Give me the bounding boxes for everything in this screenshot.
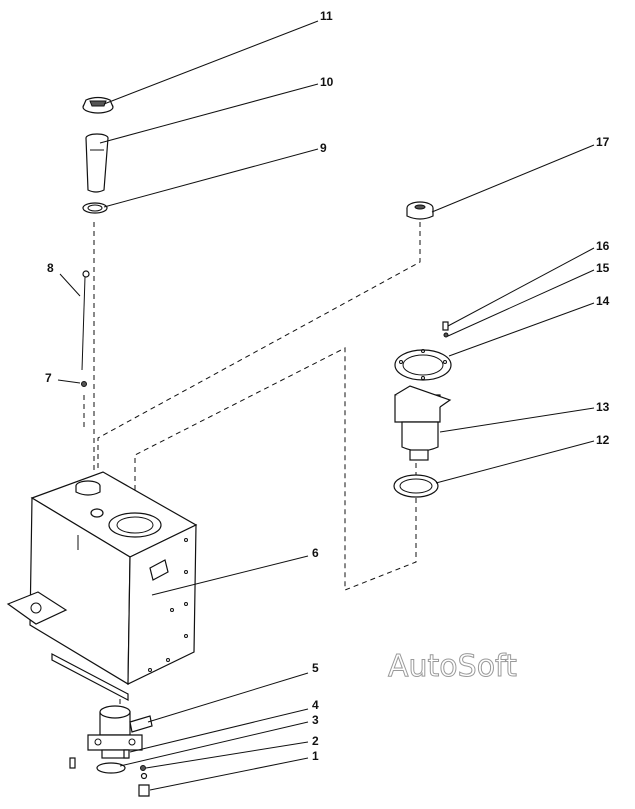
part-7-seal: [81, 381, 87, 387]
part-13-return-filter: [394, 385, 452, 461]
label-14: 14: [596, 294, 610, 308]
label-7: 7: [45, 371, 52, 385]
label-16: 16: [596, 239, 610, 253]
part-10-strainer: [85, 133, 109, 193]
callout-labels: 11 10 9 8 7 6 5 4 3 2 1 17 16 15 14 13 1…: [45, 9, 610, 763]
label-6: 6: [312, 546, 319, 560]
part-8-dipstick: [81, 270, 90, 371]
label-1: 1: [312, 749, 319, 763]
label-9: 9: [320, 141, 327, 155]
label-3: 3: [312, 713, 319, 727]
label-10: 10: [320, 75, 334, 89]
label-17: 17: [596, 135, 610, 149]
label-12: 12: [596, 433, 610, 447]
part-12-gasket: [393, 474, 439, 498]
autosoft-watermark: AutoSoft: [388, 649, 517, 684]
part-5-suction-unit: [87, 705, 153, 759]
part-9-gasket: [82, 202, 108, 214]
label-11: 11: [320, 9, 333, 23]
label-13: 13: [596, 400, 610, 414]
label-4: 4: [312, 698, 319, 712]
part-6-tank: [6, 471, 198, 701]
part-11-cap: [82, 96, 114, 114]
parts-15-16-screw-washer: [442, 321, 449, 338]
label-2: 2: [312, 734, 319, 748]
label-8: 8: [47, 261, 54, 275]
parts-1-to-4-fasteners: [69, 749, 150, 797]
part-17-breather-cap: [406, 201, 434, 220]
label-5: 5: [312, 661, 319, 675]
label-15: 15: [596, 261, 610, 275]
leader-lines: [57, 20, 595, 791]
part-14-cover-plate: [394, 349, 452, 381]
